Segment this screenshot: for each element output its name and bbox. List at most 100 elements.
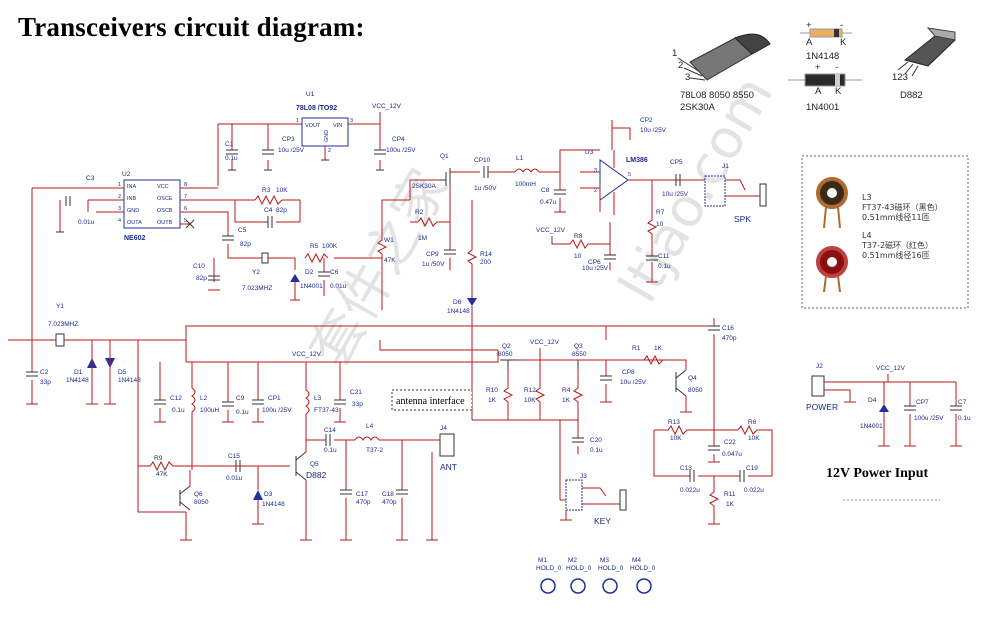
- svg-text:8050: 8050: [194, 499, 209, 506]
- l3-ref: L3: [862, 193, 872, 202]
- svg-text:2: 2: [118, 194, 121, 200]
- svg-text:C7: C7: [958, 399, 967, 406]
- svg-text:100u /25V: 100u /25V: [262, 407, 292, 414]
- svg-text:C17: C17: [356, 491, 368, 498]
- svg-text:10u /25V: 10u /25V: [640, 127, 667, 134]
- svg-text:1K: 1K: [726, 501, 735, 508]
- svg-text:L3: L3: [314, 395, 322, 402]
- svg-text:W1: W1: [384, 237, 394, 244]
- svg-text:HOLD_0: HOLD_0: [536, 565, 562, 572]
- svg-text:NE602: NE602: [124, 235, 146, 242]
- power-input-title: 12V Power Input: [826, 466, 929, 481]
- svg-text:1K: 1K: [562, 397, 571, 404]
- svg-text:0.1u: 0.1u: [658, 263, 671, 270]
- page-title: Transceivers circuit diagram:: [18, 12, 365, 42]
- svg-text:123: 123: [892, 72, 908, 83]
- svg-text:OSCE: OSCE: [157, 196, 173, 202]
- svg-text:J1: J1: [722, 163, 729, 170]
- svg-text:10: 10: [574, 253, 582, 260]
- svg-text:1: 1: [296, 118, 299, 124]
- svg-text:C3: C3: [86, 175, 95, 182]
- coil-info-box: L3 FT37-43磁环（黑色） 0.51mm线径11匝 L4 T37-2磁环（…: [801, 155, 969, 309]
- diode-1n4148-label: 1N4148: [806, 51, 839, 62]
- svg-text:HOLD_0: HOLD_0: [566, 565, 592, 572]
- svg-text:1u /50V: 1u /50V: [474, 185, 497, 192]
- svg-text:78L08 /TO92: 78L08 /TO92: [296, 105, 337, 112]
- svg-text:Q5: Q5: [310, 461, 319, 468]
- svg-text:M3: M3: [600, 557, 609, 564]
- svg-text:7: 7: [184, 194, 187, 200]
- svg-text:T37-2: T37-2: [366, 447, 383, 454]
- svg-text:J2: J2: [816, 363, 823, 370]
- svg-text:C10: C10: [193, 263, 205, 270]
- svg-text:1N4148: 1N4148: [118, 377, 141, 384]
- svg-text:Y1: Y1: [56, 303, 64, 310]
- to92-package-icon: 1 2 3 78L08 8050 8550 2SK30A: [672, 33, 771, 113]
- svg-text:10u /25V: 10u /25V: [662, 191, 689, 198]
- svg-text:C5: C5: [238, 227, 247, 234]
- svg-text:0.1u: 0.1u: [590, 447, 603, 454]
- svg-text:R10: R10: [486, 387, 498, 394]
- svg-text:470p: 470p: [722, 335, 737, 342]
- svg-text:4: 4: [118, 218, 121, 224]
- vcc-label-top: VCC_12V: [372, 103, 402, 110]
- svg-text:VCC_12V: VCC_12V: [292, 351, 322, 358]
- svg-text:0.01u: 0.01u: [330, 283, 347, 290]
- svg-text:82p: 82p: [276, 207, 287, 214]
- svg-text:K: K: [835, 86, 842, 97]
- svg-text:CP6: CP6: [588, 259, 601, 266]
- svg-text:0.1u: 0.1u: [172, 407, 185, 414]
- svg-text:47K: 47K: [384, 257, 396, 264]
- svg-text:8050: 8050: [688, 387, 703, 394]
- svg-text:K: K: [840, 37, 847, 48]
- svg-text:U3: U3: [585, 149, 594, 156]
- svg-text:33p: 33p: [40, 379, 51, 386]
- svg-text:D882: D882: [306, 470, 327, 480]
- svg-text:HOLD_0: HOLD_0: [630, 565, 656, 572]
- svg-text:8050: 8050: [498, 351, 513, 358]
- svg-text:Q6: Q6: [194, 491, 203, 498]
- svg-text:3: 3: [350, 118, 353, 124]
- svg-text:VCC: VCC: [157, 184, 169, 190]
- svg-text:CP7: CP7: [916, 399, 929, 406]
- svg-text:FT37-43: FT37-43: [314, 407, 339, 414]
- svg-text:0.01u: 0.01u: [226, 475, 243, 482]
- l3-wire: 0.51mm线径11匝: [862, 212, 930, 222]
- to92-parts-label: 78L08 8050 8550: [680, 90, 754, 101]
- svg-text:C22: C22: [724, 439, 736, 446]
- svg-text:C19: C19: [746, 465, 758, 472]
- svg-text:M4: M4: [632, 557, 641, 564]
- svg-text:82p: 82p: [240, 241, 251, 248]
- svg-text:10K: 10K: [276, 187, 288, 194]
- svg-text:10u /25V: 10u /25V: [620, 379, 647, 386]
- svg-text:C8: C8: [541, 187, 550, 194]
- svg-text:200: 200: [480, 259, 491, 266]
- d882-package-icon: 123 D882: [892, 27, 957, 101]
- svg-text:470p: 470p: [382, 499, 397, 506]
- watermark-text: 套件之家: [298, 159, 461, 378]
- svg-text:1N4148: 1N4148: [66, 377, 89, 384]
- svg-text:OUTA: OUTA: [127, 220, 142, 226]
- svg-text:100uH: 100uH: [200, 407, 219, 414]
- svg-text:CP1: CP1: [268, 395, 281, 402]
- svg-text:5: 5: [628, 172, 631, 178]
- svg-text:7.023MHZ: 7.023MHZ: [48, 321, 78, 328]
- svg-text:100K: 100K: [322, 243, 338, 250]
- svg-text:Q2: Q2: [502, 343, 511, 350]
- svg-text:C15: C15: [228, 453, 240, 460]
- svg-text:L2: L2: [200, 395, 208, 402]
- l4-ref: L4: [862, 231, 872, 240]
- svg-text:R3: R3: [262, 187, 271, 194]
- d882-label: D882: [900, 90, 923, 101]
- svg-text:470p: 470p: [356, 499, 371, 506]
- svg-text:VCC_12V: VCC_12V: [530, 339, 560, 346]
- svg-text:GND: GND: [324, 130, 330, 142]
- svg-text:C20: C20: [590, 437, 602, 444]
- svg-text:Q4: Q4: [688, 375, 697, 382]
- svg-text:A: A: [815, 86, 822, 97]
- svg-text:C6: C6: [330, 269, 339, 276]
- svg-text:VIN: VIN: [333, 123, 342, 129]
- svg-text:C16: C16: [722, 325, 734, 332]
- svg-text:M1: M1: [538, 557, 547, 564]
